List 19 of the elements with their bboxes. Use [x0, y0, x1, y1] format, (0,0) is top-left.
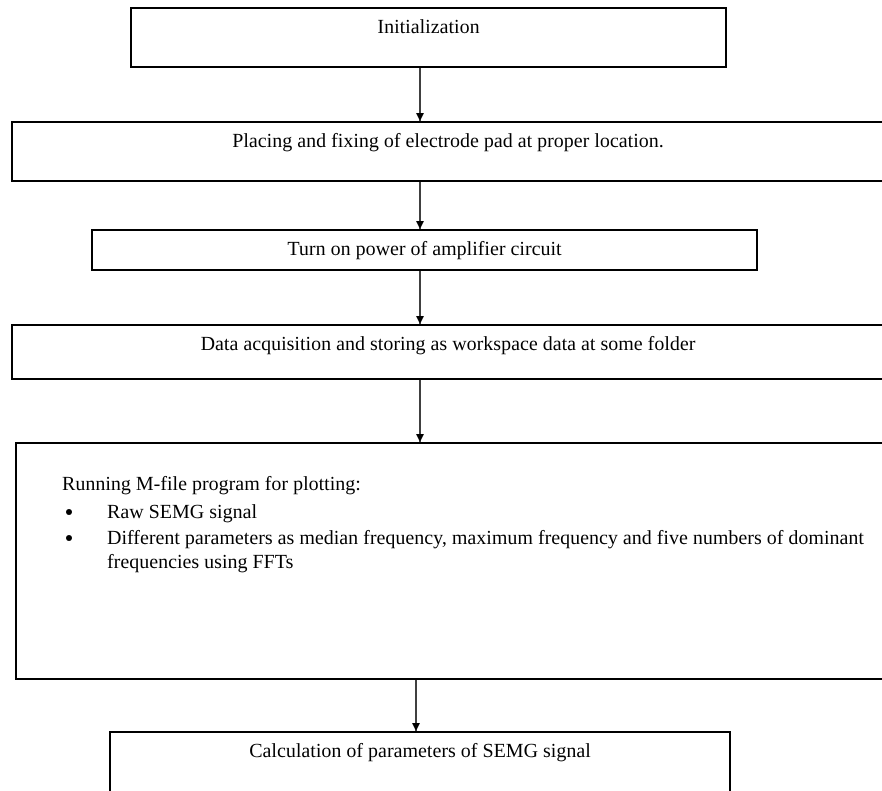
arrow — [416, 182, 424, 229]
process-box — [15, 442, 882, 680]
bullet-item: Raw SEMG signal — [62, 500, 257, 524]
step-text: Turn on power of amplifier circuit — [287, 237, 562, 261]
step-text: Data acquisition and storing as workspace data at some folder — [200, 332, 696, 356]
step-heading: Running M-file program for plotting: — [62, 472, 361, 496]
process-box — [11, 121, 882, 182]
process-box — [109, 731, 731, 791]
arrow — [416, 380, 424, 442]
process-box — [11, 324, 882, 380]
step-text: Placing and fixing of electrode pad at proper location. — [232, 129, 664, 153]
step-text: Initialization — [377, 15, 480, 39]
step-text: Calculation of parameters of SEMG signal — [249, 739, 591, 763]
process-box — [130, 7, 727, 68]
arrow — [416, 68, 424, 121]
arrow — [412, 680, 420, 731]
bullet-item: Different parameters as median frequency, maximum frequency and five numbers of dominant frequencies using FFTs — [62, 526, 879, 574]
process-box — [91, 229, 758, 271]
arrow — [416, 271, 424, 324]
